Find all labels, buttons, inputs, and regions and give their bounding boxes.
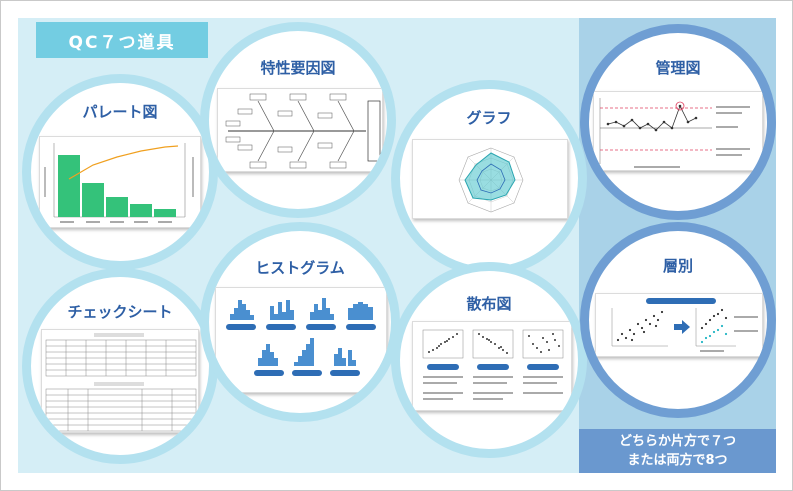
label-control-chart: 管理図 (655, 59, 701, 77)
label-checksheet: チェックシート (67, 303, 173, 321)
label-pareto: パレート図 (82, 103, 158, 121)
label-histogram: ヒストグラム (255, 259, 345, 277)
page-title: QC７つ道具 (36, 22, 208, 58)
checksheet-graphic (45, 333, 197, 432)
histogram-caption-bar (226, 324, 256, 330)
histogram-graphic (230, 298, 373, 366)
histogram-caption-bar (292, 370, 322, 376)
scatter-thumbnail (412, 321, 572, 411)
control-chart-graphic (599, 98, 750, 168)
label-fishbone: 特性要因図 (260, 59, 336, 77)
control-chart-thumbnail (593, 91, 763, 171)
histogram-caption-bar (266, 324, 296, 330)
stratification-graphic (611, 298, 758, 352)
pareto-chart-thumbnail (39, 136, 201, 228)
label-graph: グラフ (466, 109, 512, 127)
radar-chart-thumbnail (412, 139, 568, 219)
label-stratification: 層別 (662, 257, 693, 275)
circle-pareto: パレート図 (22, 74, 218, 270)
circle-scatter: 散布図 (391, 262, 587, 458)
histogram-caption-bar (306, 324, 336, 330)
histogram-caption-bar (330, 370, 360, 376)
fishbone-diagram-thumbnail (217, 88, 383, 172)
fishbone-graphic (225, 93, 381, 169)
circle-graph: グラフ (391, 80, 587, 276)
footer-line-2: または両方で8つ (627, 453, 728, 468)
circle-histogram: ヒストグラム (200, 222, 400, 422)
circle-control-chart: 管理図 (580, 24, 776, 220)
histogram-thumbnail (215, 287, 387, 393)
radar-chart-graphic (458, 147, 524, 213)
histogram-caption-bar (346, 324, 376, 330)
stratification-thumbnail (595, 293, 763, 357)
footer-note: どちらか片方で７つ または両方で8つ (579, 429, 776, 473)
pareto-chart-graphic (44, 143, 194, 223)
scatter-graphic (422, 329, 564, 400)
circle-stratification: 層別 (580, 222, 776, 418)
label-scatter: 散布図 (466, 295, 512, 313)
footer-line-1: どちらか片方で７つ (618, 434, 736, 449)
circle-checksheet: チェックシート (22, 268, 218, 464)
circle-fishbone: 特性要因図 (200, 22, 396, 218)
histogram-caption-bar (254, 370, 284, 376)
checksheet-thumbnail (41, 329, 199, 433)
